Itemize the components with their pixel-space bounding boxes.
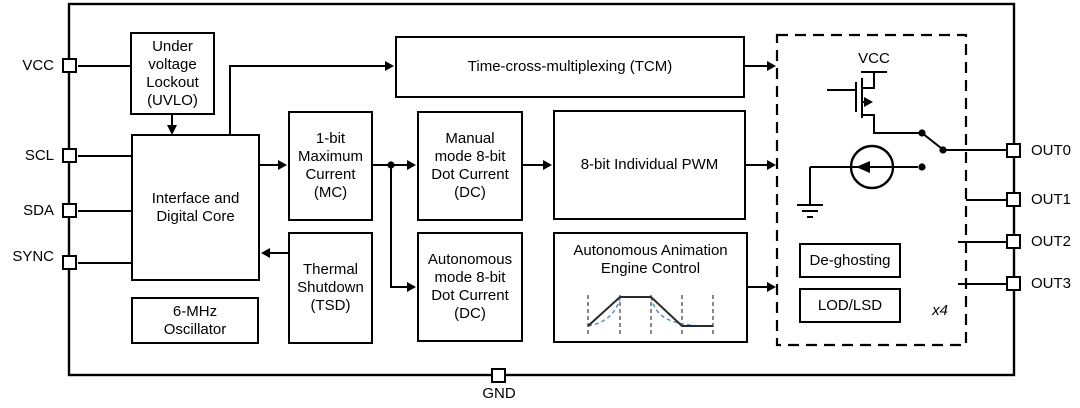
arrowheads <box>167 61 776 292</box>
arrow-tsd-core <box>261 248 270 258</box>
arrow-core-mc <box>278 160 287 170</box>
pin-label-sync: SYNC <box>12 248 54 265</box>
output-stage-vcc-label: VCC <box>858 50 890 67</box>
arrow-pwm-outputstage <box>767 160 776 170</box>
pin-label-out0: OUT0 <box>1031 142 1072 159</box>
block-individual-pwm: 8-bit Individual PWM <box>553 110 746 220</box>
waveform-exp-rise <box>587 297 621 327</box>
mosfet-arrow <box>864 97 873 107</box>
arrow-mc-manual <box>407 160 416 170</box>
block-tsd-label: Thermal Shutdown (TSD) <box>297 261 364 314</box>
mosfet-source-path <box>862 114 919 134</box>
ground-icon <box>797 204 823 218</box>
block-autonomous-dot-current: Autonomous mode 8-bit Dot Current (DC) <box>417 232 523 342</box>
junction-dot <box>387 161 395 169</box>
mosfet-drain <box>862 72 875 89</box>
pin-sync <box>62 255 77 270</box>
output-stage-multiplier-label: x4 <box>932 302 948 319</box>
block-manual-dot-current: Manual mode 8-bit Dot Current (DC) <box>417 111 523 221</box>
block-max-current: 1-bit Maximum Current (MC) <box>288 111 373 221</box>
wire-core-to-tcm <box>229 65 385 134</box>
block-animation-label: Autonomous Animation Engine Control <box>573 242 728 277</box>
wire-branch-to-auto-dc <box>390 165 407 288</box>
block-oscillator-label: 6-MHz Oscillator <box>163 302 227 338</box>
pin-out0 <box>1006 143 1021 158</box>
current-source-icon <box>809 144 918 205</box>
chip-outline <box>67 2 1016 377</box>
block-lod-lsd-label: LOD/LSD <box>817 296 883 314</box>
pin-gnd <box>491 368 506 383</box>
block-deghosting-label: De-ghosting <box>809 251 891 269</box>
wires <box>78 65 1006 288</box>
pin-label-out1: OUT1 <box>1031 191 1072 208</box>
arrow-animation-outputstage <box>767 282 776 292</box>
pin-label-out2: OUT2 <box>1031 233 1072 250</box>
switch-contact-top <box>918 129 926 137</box>
block-interface-digital-core: Interface and Digital Core <box>131 134 260 281</box>
block-max-current-label: 1-bit Maximum Current (MC) <box>297 130 363 201</box>
pin-out3 <box>1006 276 1021 291</box>
block-pwm-label: 8-bit Individual PWM <box>580 156 719 173</box>
switch-icon <box>918 129 947 171</box>
waveform-trapezoid <box>587 296 713 327</box>
block-deghosting: De-ghosting <box>799 243 901 278</box>
block-lod-lsd: LOD/LSD <box>799 288 901 323</box>
mosfet-icon <box>827 71 919 134</box>
arrow-branch-auto <box>407 282 416 292</box>
pin-scl <box>62 148 77 163</box>
pin-out1 <box>1006 192 1021 207</box>
pin-label-scl: SCL <box>24 147 54 164</box>
animation-waveform <box>587 295 714 336</box>
arrow-tcm-outputstage <box>767 61 776 71</box>
block-manual-dc-label: Manual mode 8-bit Dot Current (DC) <box>431 130 509 201</box>
output-stage-dashed-box <box>775 33 968 347</box>
pin-out2 <box>1006 234 1021 249</box>
pin-sda <box>62 203 77 218</box>
block-auto-dc-label: Autonomous mode 8-bit Dot Current (DC) <box>427 251 513 322</box>
block-interface-label: Interface and Digital Core <box>151 189 240 225</box>
pin-label-sda: SDA <box>23 202 54 219</box>
switch-contact-bottom <box>918 163 926 171</box>
pin-label-out3: OUT3 <box>1031 275 1072 292</box>
block-tcm-label: Time-cross-multiplexing (TCM) <box>467 58 673 75</box>
block-animation-engine: Autonomous Animation Engine Control <box>553 232 748 343</box>
pin-label-gnd: GND <box>482 385 516 402</box>
switch-blade <box>921 132 942 149</box>
arrow-down-uvlo-core <box>167 125 177 135</box>
block-tcm: Time-cross-multiplexing (TCM) <box>395 36 745 98</box>
pin-vcc <box>62 58 77 73</box>
waveform-exp-fall <box>650 296 702 327</box>
arrow-manual-pwm <box>543 160 552 170</box>
block-thermal-shutdown: Thermal Shutdown (TSD) <box>288 232 373 344</box>
block-oscillator: 6-MHz Oscillator <box>131 297 259 344</box>
arrow-core-tcm <box>385 61 394 71</box>
block-uvlo-label: Under voltage Lockout (UVLO) <box>146 37 199 109</box>
pin-label-vcc: VCC <box>22 57 54 74</box>
switch-pivot <box>939 146 947 154</box>
current-source-arrow <box>856 161 870 173</box>
block-uvlo: Under voltage Lockout (UVLO) <box>130 32 215 115</box>
